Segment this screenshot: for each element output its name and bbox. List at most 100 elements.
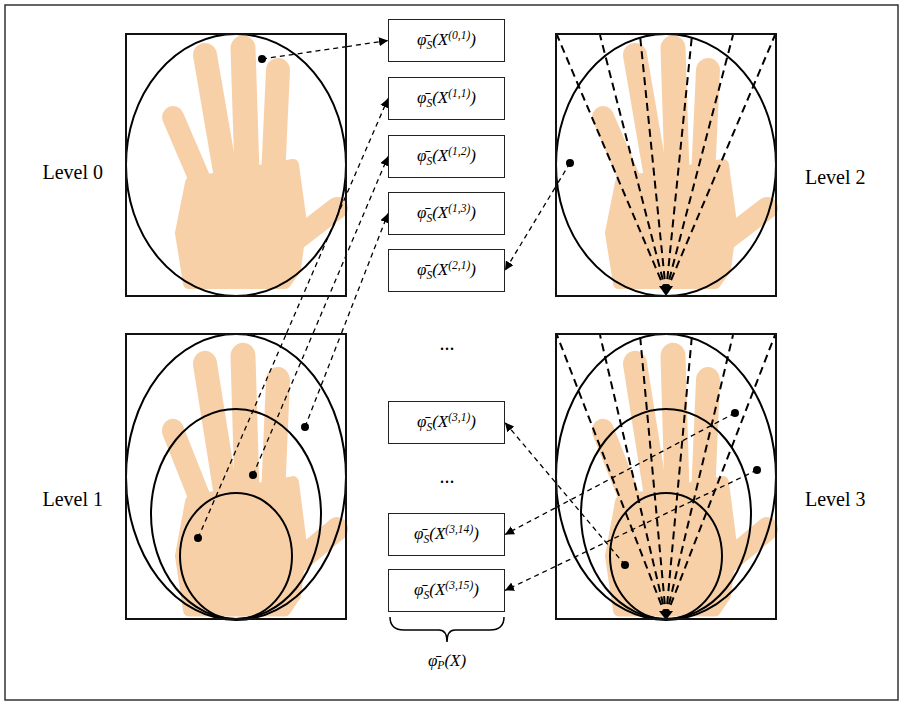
formula-part: P [437,659,444,672]
formula-part: (X [432,260,448,279]
dashed-arrow [347,41,388,47]
sector-line [557,35,666,292]
sector-line [666,335,733,617]
sector-line [640,335,666,617]
formula-part: (1,3) [448,202,470,215]
formula-part: ) [470,260,476,279]
formula-part: ) [470,412,476,431]
feature-formula: φ̄S(X(3,14)) [414,523,479,547]
leader-line [262,47,347,59]
formula-part: φ̄ [417,88,426,107]
feature-box: φ̄S(X(0,1)) [388,19,505,62]
dashed-arrow [313,157,388,334]
sector-line [557,335,666,617]
feature-formula: φ̄S(X(3,1)) [417,411,476,435]
leader-line [555,470,757,567]
formula-part: (X [429,524,445,543]
region-ellipse [556,34,776,296]
formula-part: φ̄ [417,203,426,222]
formula-part: ) [470,30,476,49]
formula-part: (1,2) [448,145,470,158]
formula-part: (1,1) [448,87,470,100]
region-dot [258,55,266,63]
leader-line [305,333,342,427]
region-ellipse [126,34,346,296]
curly-brace [390,617,504,642]
level-heading: Level 2 [805,166,866,189]
formula-part: (2,1) [448,259,470,272]
hand-shape [603,48,767,283]
level-panel: Level 3 [555,333,777,620]
level-heading: Level 3 [805,488,866,511]
region-ellipse [151,409,321,619]
region-dot [566,159,574,167]
formula-part: ) [470,88,476,107]
formula-part: φ̄ [414,524,423,543]
formula-part: φ̄ [414,580,423,599]
formula-part: (X [432,88,448,107]
feature-box: φ̄S(X(1,2)) [388,135,505,178]
feature-formula: φ̄S(X(3,15)) [414,579,479,603]
region-ellipse [610,493,722,619]
formula-part: φ̄ [417,412,426,431]
level-heading: Level 1 [42,488,103,511]
dashed-arrow [505,188,555,271]
feature-box: φ̄S(X(3,14)) [388,513,505,556]
feature-formula: φ̄S(X(1,3)) [417,202,476,226]
formula-part: (X [429,580,445,599]
feature-formula: φ̄S(X(1,1)) [417,87,476,111]
outer-frame [5,5,898,700]
formula-part: (X [444,651,460,670]
formula-part: φ̄ [417,146,426,165]
formula-part: (X [432,412,448,431]
formula-part: S [424,588,430,601]
formula-part: φ̄ [428,651,437,670]
feature-box: φ̄S(X(3,15)) [388,569,505,612]
formula-part: S [426,154,432,167]
region-ellipse [126,334,346,620]
leader-line [555,163,570,188]
sector-line [666,335,775,617]
formula-part: (X [432,146,448,165]
formula-part: (X [432,203,448,222]
dashed-arrow [287,99,388,334]
level-panel: Level 0 [125,33,347,297]
formula-part: S [426,420,432,433]
sector-line [666,35,692,292]
ellipsis-mark: ... [440,465,455,488]
formula-part: (3,14) [445,523,473,536]
feature-formula: φ̄S(X(0,1)) [417,29,476,53]
formula-part: φ̄ [417,30,426,49]
formula-part: ) [470,203,476,222]
formula-part: S [426,38,432,51]
pooled-feature-label: φ̄P(X) [428,651,466,673]
feature-box: φ̄S(X(1,1)) [388,77,505,120]
level-panel: Level 1 [125,333,347,620]
formula-part: (3,15) [445,579,473,592]
formula-part: (3,1) [448,411,470,424]
dashed-arrow [505,508,555,534]
hand-shape [173,48,337,283]
formula-part: ) [473,524,479,543]
ellipsis-mark: ... [440,332,455,355]
formula-part: S [426,268,432,281]
feature-box: φ̄S(X(2,1)) [388,249,505,292]
sector-line [600,35,666,292]
feature-formula: φ̄S(X(1,2)) [417,145,476,169]
feature-formula: φ̄S(X(2,1)) [417,259,476,283]
region-dot [753,466,761,474]
feature-box: φ̄S(X(3,1)) [388,401,505,444]
formula-part: ) [470,146,476,165]
leader-line [198,333,287,538]
formula-part: S [426,96,432,109]
formula-part: (0,1) [448,29,470,42]
dashed-arrow [342,214,388,334]
region-ellipse [180,493,292,619]
sector-line [640,35,666,292]
region-ellipse [556,334,776,620]
feature-box: φ̄S(X(1,3)) [388,192,505,235]
level-heading: Level 0 [42,161,103,184]
region-dot [621,561,629,569]
leader-line [253,333,313,475]
